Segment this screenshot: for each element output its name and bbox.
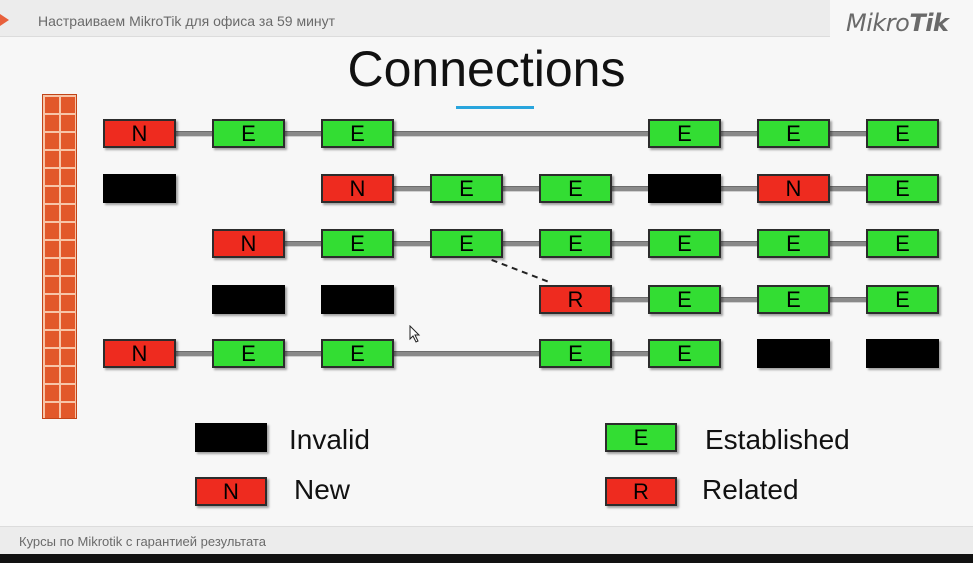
invalid-packet-box	[212, 285, 285, 314]
slide-title: Connections	[347, 41, 626, 97]
connection-link	[830, 240, 866, 247]
invalid-packet-box	[321, 285, 394, 314]
connection-link	[503, 240, 539, 247]
invalid-packet-box	[757, 339, 830, 368]
established-packet-box: E	[648, 285, 721, 314]
new-packet-box: N	[103, 339, 176, 368]
connection-link	[285, 130, 321, 137]
new-packet-box: N	[757, 174, 830, 203]
established-packet-box: E	[539, 339, 612, 368]
header-accent-arrow	[0, 14, 9, 26]
connection-link	[176, 350, 212, 357]
new-packet-box: N	[321, 174, 394, 203]
established-packet-box: E	[212, 119, 285, 148]
connection-link	[612, 350, 648, 357]
footer-text: Курсы по Mikrotik с гарантией результата	[19, 534, 266, 549]
connection-link	[176, 130, 212, 137]
legend-new-label: New	[294, 474, 351, 505]
established-packet-box: E	[866, 119, 939, 148]
established-packet-box: E	[430, 229, 503, 258]
new-packet-box: N	[103, 119, 176, 148]
connection-link	[612, 240, 648, 247]
logo-part-2: Tik	[909, 9, 949, 37]
legend-invalid-label: Invalid	[289, 424, 370, 455]
related-connection-dashed-line	[491, 259, 549, 283]
connection-link	[285, 240, 321, 247]
mikrotik-logo: MikroTik	[846, 9, 958, 41]
connection-link	[721, 240, 757, 247]
established-packet-box: E	[866, 229, 939, 258]
legend-invalid-swatch	[195, 423, 267, 452]
established-packet-box: E	[321, 339, 394, 368]
title-underline	[456, 106, 534, 109]
connection-link	[830, 130, 866, 137]
established-packet-box: E	[539, 174, 612, 203]
established-packet-box: E	[648, 229, 721, 258]
legend-related-swatch: R	[605, 477, 677, 506]
established-packet-box: E	[648, 339, 721, 368]
legend-new-swatch: N	[195, 477, 267, 506]
header-bar: Настраиваем MikroTik для офиса за 59 мин…	[0, 0, 830, 37]
established-packet-box: E	[866, 285, 939, 314]
connection-link	[285, 350, 321, 357]
related-packet-box: R	[539, 285, 612, 314]
firewall-wall	[42, 94, 77, 419]
connection-link	[503, 185, 539, 192]
established-packet-box: E	[321, 119, 394, 148]
established-packet-box: E	[321, 229, 394, 258]
invalid-packet-box	[648, 174, 721, 203]
legend-related-label: Related	[702, 474, 799, 505]
connection-link	[830, 296, 866, 303]
established-packet-box: E	[648, 119, 721, 148]
video-bottom-bar	[0, 554, 973, 563]
legend-established-swatch: E	[605, 423, 677, 452]
new-packet-box: N	[212, 229, 285, 258]
header-title: Настраиваем MikroTik для офиса за 59 мин…	[38, 13, 336, 29]
invalid-packet-box	[866, 339, 939, 368]
established-packet-box: E	[539, 229, 612, 258]
logo-part-1: Mikro	[846, 9, 910, 37]
established-packet-box: E	[757, 285, 830, 314]
connection-link	[394, 240, 430, 247]
connection-link	[394, 350, 539, 357]
mouse-cursor-icon	[409, 325, 421, 343]
legend-established-label: Established	[705, 424, 850, 455]
connection-link	[394, 185, 430, 192]
established-packet-box: E	[757, 119, 830, 148]
established-packet-box: E	[212, 339, 285, 368]
connection-link	[721, 130, 757, 137]
invalid-packet-box	[103, 174, 176, 203]
footer-bar: Курсы по Mikrotik с гарантией результата	[0, 526, 973, 555]
established-packet-box: E	[430, 174, 503, 203]
connection-link	[830, 185, 866, 192]
established-packet-box: E	[866, 174, 939, 203]
established-packet-box: E	[757, 229, 830, 258]
connection-link	[394, 130, 648, 137]
connection-link	[612, 296, 648, 303]
connection-link	[721, 296, 757, 303]
